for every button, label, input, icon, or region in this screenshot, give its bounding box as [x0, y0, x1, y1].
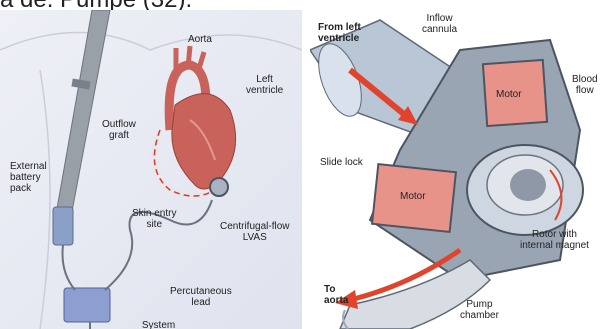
- system-controller-label: System controller: [138, 320, 179, 329]
- from-left-ventricle-label: From left ventricle: [318, 22, 361, 44]
- to-aorta-label: To aorta: [324, 284, 348, 306]
- motor-bottom-label: Motor: [400, 191, 426, 202]
- centrifugal-flow-lvas-label: Centrifugal-flow LVAS: [220, 221, 289, 243]
- left-ventricle-label: Left ventricle: [246, 74, 283, 96]
- outflow-graft-label: Outflow graft: [102, 119, 136, 141]
- aorta-label: Aorta: [188, 34, 212, 45]
- shoulder-strap: [55, 10, 110, 222]
- skin-entry-site-label: Skin entry site: [132, 208, 176, 230]
- heart-shape: [172, 94, 236, 189]
- pump-cross-section-illustration: From left ventricle Inflow cannula Motor…: [310, 10, 608, 329]
- pump-drawing: [310, 10, 608, 329]
- slide-lock-label: Slide lock: [320, 157, 363, 168]
- system-controller-shape: [64, 288, 110, 322]
- lvas-body-illustration: Aorta Left ventricle Outflow graft Exter…: [0, 10, 302, 329]
- lvas-pump-shape: [210, 178, 228, 196]
- pump-chamber-label: Pump chamber: [460, 299, 499, 321]
- external-battery-pack-label: External battery pack: [10, 161, 47, 194]
- rotor-label: Rotor with internal magnet: [520, 229, 589, 251]
- inflow-cannula-label: Inflow cannula: [422, 13, 457, 35]
- external-battery-pack-shape: [53, 207, 73, 245]
- blood-flow-label: Blood flow: [572, 74, 598, 96]
- motor-top-label: Motor: [496, 89, 522, 100]
- percutaneous-lead-label: Percutaneous lead: [170, 286, 232, 308]
